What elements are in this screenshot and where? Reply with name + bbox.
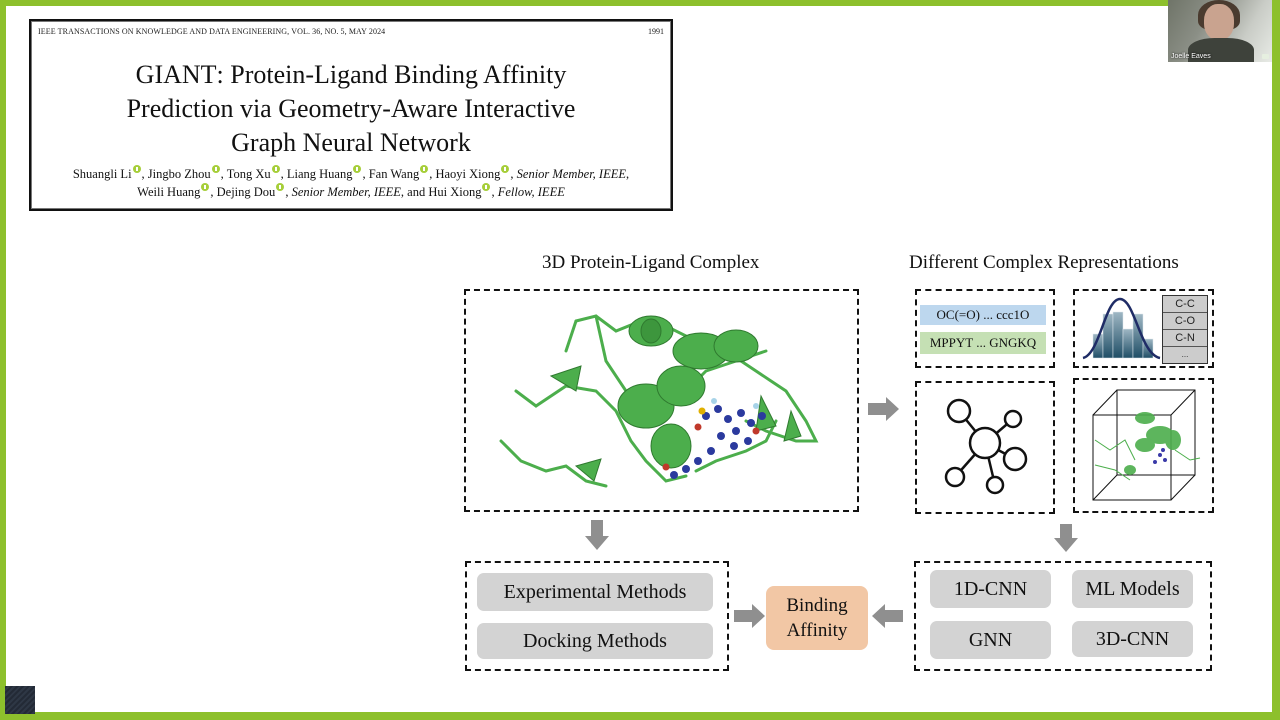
webcam-video-tile[interactable]: Joelle Eaves xyxy=(1168,0,1272,62)
left-figure-title: 3D Protein-Ligand Complex xyxy=(542,252,760,273)
histogram-icon xyxy=(1082,297,1161,360)
arrow-down-icon xyxy=(585,520,609,550)
title-g: G xyxy=(135,60,155,89)
author-separator: , xyxy=(362,167,369,181)
author-separator: , and xyxy=(400,185,429,199)
bond-type-cell: C-C xyxy=(1163,296,1207,313)
arrow-left-icon xyxy=(872,604,903,628)
author-role: Senior Member, IEEE xyxy=(291,185,401,199)
experimental-methods-label: Experimental Methods xyxy=(477,573,713,611)
page-number: 1991 xyxy=(648,27,664,36)
author-name: Fan Wang xyxy=(368,167,420,181)
traditional-methods-box xyxy=(465,561,729,671)
participant-name: Joelle Eaves xyxy=(1171,53,1211,60)
author-separator: , xyxy=(210,185,217,199)
docking-methods-label: Docking Methods xyxy=(477,623,713,659)
orcid-icon[interactable] xyxy=(420,165,429,173)
paper-header-image: IEEE TRANSACTIONS ON KNOWLEDGE AND DATA … xyxy=(29,19,673,211)
author-separator: , xyxy=(491,185,498,199)
binding-affinity-node: Binding Affinity xyxy=(766,586,868,650)
helix xyxy=(650,423,692,469)
feature-representation-box xyxy=(1073,289,1214,368)
protein-ribbon-illustration xyxy=(499,314,819,488)
coil-segment xyxy=(514,384,688,483)
author-separator: , xyxy=(220,167,227,181)
author-name: Weili Huang xyxy=(137,185,201,199)
participant-torso xyxy=(1188,38,1254,62)
author-name: Dejing Dou xyxy=(216,185,276,199)
mini-protein xyxy=(1124,412,1181,475)
author-separator: , xyxy=(429,167,436,181)
beta-sheet xyxy=(755,394,777,432)
author-role: Senior Member, IEEE xyxy=(516,167,627,181)
graph-icon xyxy=(944,398,1028,495)
bond-type-cell: C-O xyxy=(1163,313,1207,330)
protein-complex-box xyxy=(464,289,859,512)
orcid-icon[interactable] xyxy=(201,183,210,191)
beta-sheet xyxy=(574,458,602,482)
journal-line: IEEE TRANSACTIONS ON KNOWLEDGE AND DATA … xyxy=(38,27,386,36)
orcid-icon[interactable] xyxy=(276,183,285,191)
helix-core xyxy=(640,318,662,344)
helix xyxy=(656,365,706,407)
orcid-icon[interactable] xyxy=(211,165,220,173)
author-name: Tong Xu xyxy=(226,167,271,181)
orcid-icon[interactable] xyxy=(132,165,141,173)
arrow-right-icon xyxy=(868,397,899,421)
paper-title: GIANT: Protein-Ligand Binding Affinity P… xyxy=(31,58,671,160)
author-name: Jingbo Zhou xyxy=(147,167,211,181)
bond-type-cell: ... xyxy=(1181,350,1189,359)
author-name: Liang Huang xyxy=(286,167,353,181)
author-separator: , xyxy=(141,167,148,181)
author-separator: , xyxy=(280,167,287,181)
model-3d-cnn: 3D-CNN xyxy=(1072,621,1193,657)
deep-learning-models-box xyxy=(914,561,1212,671)
author-separator: , xyxy=(626,167,630,181)
author-list: Shuangli Li, Jingbo Zhou, Tong Xu, Liang… xyxy=(31,165,671,201)
orcid-icon[interactable] xyxy=(501,165,510,173)
author-line: Weili Huang, Dejing Dou, Senior Member, … xyxy=(31,183,671,201)
author-separator: , xyxy=(510,167,517,181)
title-line-1: : Protein-Ligand Binding Affinity xyxy=(216,60,567,89)
participant-face xyxy=(1204,4,1234,40)
3d-grid-icon xyxy=(1092,389,1201,501)
bond-type-table: C-C C-O C-N ... xyxy=(1162,295,1208,364)
beta-sheet xyxy=(783,409,802,442)
author-name: Haoyi Xiong xyxy=(435,167,501,181)
smiles-string: OC(=O) ... ccc1O xyxy=(920,305,1046,325)
author-line: Shuangli Li, Jingbo Zhou, Tong Xu, Liang… xyxy=(31,165,671,183)
orcid-icon[interactable] xyxy=(271,165,280,173)
author-name: Hui Xiong xyxy=(428,185,482,199)
model-1d-cnn: 1D-CNN xyxy=(930,570,1051,608)
bond-type-cell: C-N xyxy=(1163,330,1207,347)
protein-sequence: MPPYT ... GNGKQ xyxy=(920,332,1046,354)
presenter-thumbnail-badge[interactable] xyxy=(5,686,35,714)
helix xyxy=(713,329,759,363)
orcid-icon[interactable] xyxy=(353,165,362,173)
right-figure-title: Different Complex Representations xyxy=(909,252,1179,273)
title-line-3: Graph Neural Network xyxy=(231,128,471,157)
arrow-down-icon xyxy=(1054,524,1078,552)
orcid-icon[interactable] xyxy=(482,183,491,191)
title-i: I xyxy=(154,60,164,89)
author-separator: , xyxy=(285,185,292,199)
model-gnn: GNN xyxy=(930,621,1051,659)
author-role: Fellow, IEEE xyxy=(497,185,565,199)
title-line-2: Prediction via Geometry-Aware Interactiv… xyxy=(126,94,576,123)
microphone-icon[interactable] xyxy=(1262,54,1269,59)
helix-group xyxy=(549,315,802,482)
coil-segment xyxy=(499,439,608,488)
graph-representation-box xyxy=(915,381,1055,514)
coil-segment xyxy=(694,419,778,473)
sequence-representation-box xyxy=(915,289,1055,368)
beta-sheet xyxy=(549,365,582,392)
voxel-representation-box xyxy=(1073,378,1214,513)
arrow-right-icon xyxy=(734,604,765,628)
title-ant: ANT xyxy=(163,60,217,89)
model-ml-models: ML Models xyxy=(1072,570,1193,608)
author-name: Shuangli Li xyxy=(72,167,132,181)
ligand-atoms xyxy=(662,398,766,479)
